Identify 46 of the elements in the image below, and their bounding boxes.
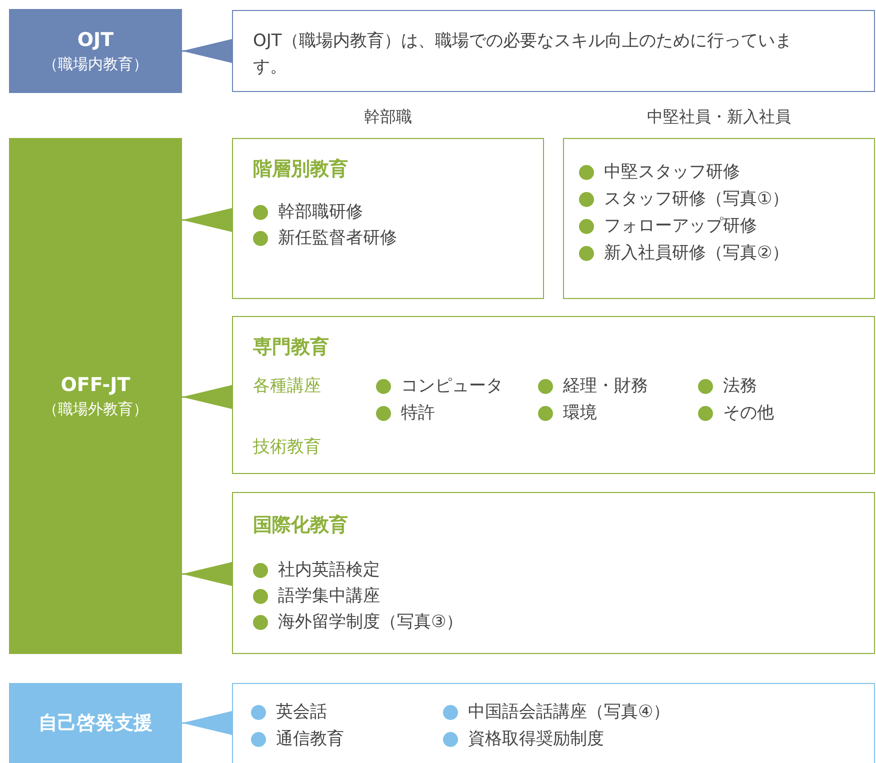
list-item: 法務	[723, 375, 757, 397]
content-box	[232, 138, 544, 299]
pointer-arrow	[182, 562, 232, 586]
pointer-arrow	[182, 711, 232, 735]
section-heading: 専門教育	[253, 335, 329, 359]
category-title: OFF-JT	[60, 373, 130, 398]
list-item: 経理・財務	[563, 375, 648, 397]
list-item: 環境	[563, 402, 597, 424]
list-item: フォローアップ研修	[604, 215, 757, 237]
list-item: 新任監督者研修	[278, 227, 397, 249]
description-text: OJT（職場内教育）は、職場での必要なスキル向上のために行っています。	[253, 30, 793, 79]
content-box	[563, 138, 875, 299]
section-heading: 国際化教育	[253, 513, 348, 537]
subcategory-label: 技術教育	[253, 436, 321, 458]
list-item: 新入社員研修（写真②）	[604, 242, 790, 264]
category-subtitle: （職場外教育）	[43, 399, 148, 420]
list-item: 海外留学制度（写真③）	[278, 611, 464, 633]
list-item: 通信教育	[276, 728, 344, 750]
list-item: 幹部職研修	[278, 201, 363, 223]
column-heading: 幹部職	[363, 107, 413, 128]
list-item: スタッフ研修（写真①）	[604, 188, 790, 210]
subcategory-label: 各種講座	[253, 375, 321, 397]
pointer-arrow	[182, 208, 232, 232]
pointer-arrow	[182, 385, 232, 409]
content-box	[232, 316, 875, 474]
list-item: その他	[723, 402, 774, 424]
list-item: 語学集中講座	[278, 585, 380, 607]
category-box	[9, 683, 182, 763]
list-item: 資格取得奨励制度	[468, 728, 604, 750]
column-heading: 中堅社員・新入社員	[646, 107, 792, 128]
list-item: 中国語会話講座（写真④）	[468, 701, 670, 723]
list-item: 社内英語検定	[278, 559, 380, 581]
list-item: 特許	[401, 402, 435, 424]
list-item: コンピュータ	[401, 375, 503, 397]
pointer-arrow	[182, 39, 232, 63]
category-box	[9, 138, 182, 654]
section-heading: 階層別教育	[253, 157, 348, 181]
category-box	[9, 9, 182, 93]
list-item: 中堅スタッフ研修	[604, 161, 740, 183]
content-box	[232, 10, 875, 92]
list-item: 英会話	[276, 701, 327, 723]
content-box	[232, 492, 875, 654]
content-box	[232, 683, 875, 763]
category-title: 自己啓発支援	[38, 711, 152, 736]
category-title: OJT	[77, 28, 114, 53]
category-subtitle: （職場内教育）	[43, 54, 148, 75]
